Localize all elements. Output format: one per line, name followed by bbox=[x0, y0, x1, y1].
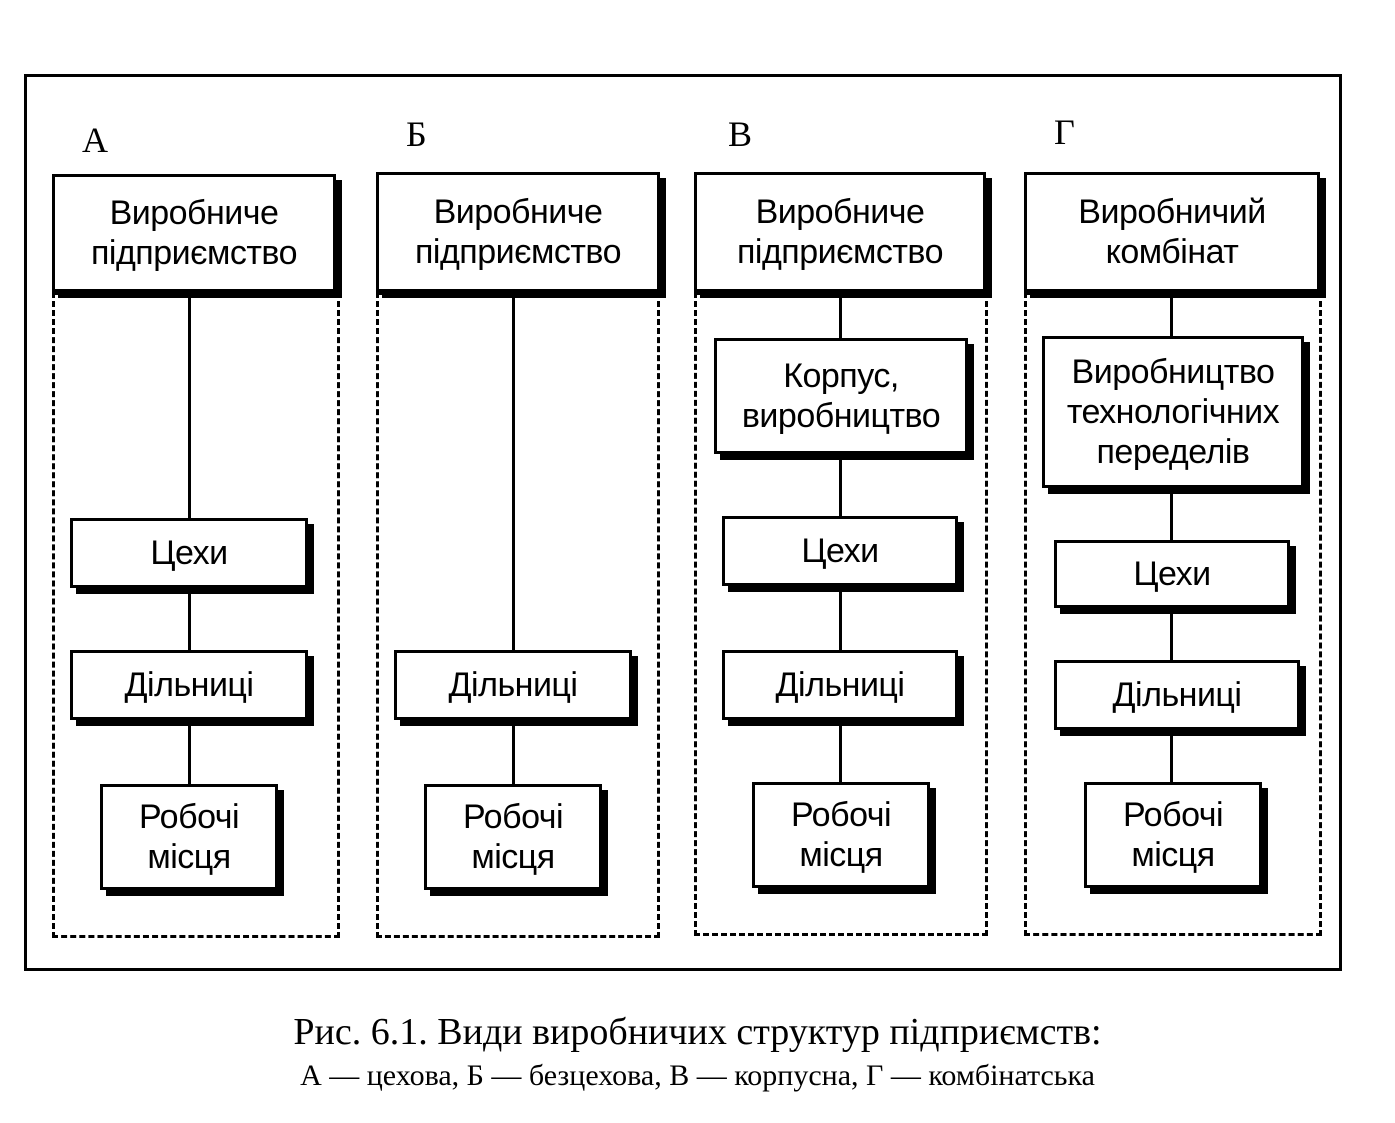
box-sections-a: Дільниці bbox=[70, 650, 308, 720]
column-g-letter: Г bbox=[1054, 112, 1075, 152]
box-combine-g: Виробничий комбінат bbox=[1024, 172, 1320, 292]
box-workshops-g: Цехи bbox=[1054, 540, 1290, 608]
box-workplaces-a: Робочі місця bbox=[100, 784, 278, 890]
connector-line bbox=[1170, 292, 1173, 336]
box-enterprise-a: Виробниче підприємство bbox=[52, 174, 336, 292]
box-sections-v: Дільниці bbox=[722, 650, 958, 720]
box-workshops-v: Цехи bbox=[722, 516, 958, 586]
connector-line bbox=[512, 292, 515, 650]
column-b-dashed-boundary bbox=[376, 292, 660, 938]
connector-line bbox=[512, 720, 515, 784]
box-workplaces-b: Робочі місця bbox=[424, 784, 602, 890]
box-building-v: Корпус, виробництво bbox=[714, 338, 968, 454]
box-workplaces-v: Робочі місця bbox=[752, 782, 930, 888]
box-production-g: Виробництво технологічних переделів bbox=[1042, 336, 1304, 488]
column-b-letter: Б bbox=[406, 114, 427, 154]
connector-line bbox=[839, 586, 842, 650]
figure-caption-subtitle: А — цехова, Б — безцехова, В — корпусна,… bbox=[300, 1059, 1095, 1092]
connector-line bbox=[188, 588, 191, 650]
box-enterprise-v: Виробниче підприємство bbox=[694, 172, 986, 292]
column-a-letter: А bbox=[82, 120, 108, 160]
box-sections-g: Дільниці bbox=[1054, 660, 1300, 730]
connector-line bbox=[839, 720, 842, 782]
figure-caption-title: Рис. 6.1. Види виробничих структур підпр… bbox=[293, 1011, 1102, 1053]
connector-line bbox=[188, 292, 191, 518]
diagram-frame bbox=[24, 74, 1342, 971]
connector-line bbox=[839, 292, 842, 338]
box-enterprise-b: Виробниче підприємство bbox=[376, 172, 660, 292]
box-sections-b: Дільниці bbox=[394, 650, 632, 720]
box-workplaces-g: Робочі місця bbox=[1084, 782, 1262, 888]
column-v-letter: В bbox=[728, 114, 753, 154]
column-g-dashed-boundary bbox=[1024, 292, 1322, 936]
connector-line bbox=[188, 720, 191, 784]
connector-line bbox=[1170, 608, 1173, 660]
column-a-dashed-boundary bbox=[52, 292, 340, 938]
connector-line bbox=[1170, 488, 1173, 540]
connector-line bbox=[839, 454, 842, 516]
box-workshops-a: Цехи bbox=[70, 518, 308, 588]
connector-line bbox=[1170, 730, 1173, 782]
